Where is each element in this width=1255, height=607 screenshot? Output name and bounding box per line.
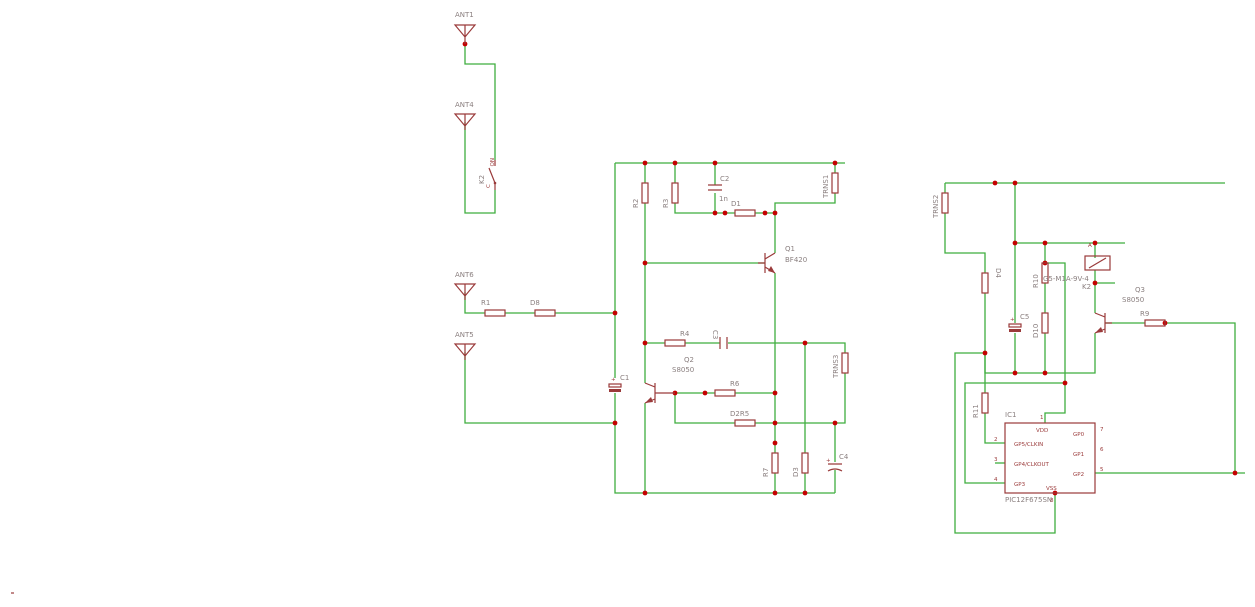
ic-vss-pin: 8 xyxy=(1050,498,1054,504)
r4-label: R4 xyxy=(680,330,690,338)
trns3-label: TRNS3 xyxy=(832,355,840,379)
svg-text:+: + xyxy=(611,377,616,383)
r11-label: R11 xyxy=(972,404,980,418)
ic-pin-gp2-label: GP2 xyxy=(1073,472,1084,478)
diode-d2r5: D2R5 xyxy=(730,410,756,427)
diode-d8: D8 xyxy=(530,299,556,317)
resistor-r7: R7 xyxy=(762,452,779,477)
capacitor-c5: + C5 xyxy=(1008,313,1029,332)
antenna-ant6-label: ANT6 xyxy=(455,271,474,279)
c2-label: C2 xyxy=(720,175,729,183)
antenna-ant1: ANT1 xyxy=(453,11,477,44)
antenna-ant4-label: ANT4 xyxy=(455,101,474,109)
q1-value: BF420 xyxy=(785,256,807,264)
q3-value: S8050 xyxy=(1122,296,1144,304)
ic-pin-gp4-label: GP4/CLKOUT xyxy=(1014,462,1049,468)
antenna-ant4: ANT4 xyxy=(453,101,477,130)
resistor-r6: R6 xyxy=(714,380,740,397)
transistor-q2: Q2 S8050 xyxy=(644,356,694,404)
wires xyxy=(464,44,1245,534)
relay-k2-name-label: K2 xyxy=(478,175,486,184)
q2-value: S8050 xyxy=(672,366,694,374)
relay-k2-contacts: NO C K2 xyxy=(478,158,497,190)
r9-label: R9 xyxy=(1140,310,1149,318)
ic-pin-gp3-label: GP3 xyxy=(1014,482,1026,488)
relay-k2-coil-value: G5-M1A-9V-4 xyxy=(1043,275,1089,283)
diode-d3: D3 xyxy=(792,452,809,477)
r7-label: R7 xyxy=(762,468,770,477)
relay-k2-no-label: NO xyxy=(488,158,494,167)
c2-value: 1n xyxy=(719,195,728,203)
ic-vss-label: VSS xyxy=(1046,486,1057,492)
resistor-r1: R1 xyxy=(481,299,506,317)
resistor-r2: R2 xyxy=(632,182,649,208)
capacitor-c3: C3 xyxy=(711,330,728,349)
q2-label: Q2 xyxy=(684,356,694,364)
resistor-r9: R9 xyxy=(1140,310,1166,327)
c3-label: C3 xyxy=(711,330,719,339)
relay-k2-c-label: C xyxy=(486,184,492,188)
capacitor-c2: C2 1n xyxy=(708,175,729,203)
diode-d10: D10 xyxy=(1032,312,1049,338)
relay-k2-coil-name: K2 xyxy=(1082,283,1091,291)
r2-label: R2 xyxy=(632,199,640,208)
capacitor-c1: + C1 xyxy=(608,374,629,392)
svg-text:A: A xyxy=(1088,243,1092,249)
capacitor-c4: + C4 xyxy=(826,453,849,472)
r3-label: R3 xyxy=(662,199,670,208)
ic-vdd-pin: 1 xyxy=(1040,415,1044,421)
d8-label: D8 xyxy=(530,299,540,307)
d1-label: D1 xyxy=(731,200,741,208)
ic-part-label: PIC12F675SN xyxy=(1005,496,1052,504)
diode-d1: D1 xyxy=(731,200,756,217)
transformer-trns1: TRNS1 xyxy=(822,172,839,199)
r1-label: R1 xyxy=(481,299,490,307)
junction-dots xyxy=(462,41,1238,496)
transformer-trns2: TRNS2 xyxy=(932,192,949,219)
d10-label: D10 xyxy=(1032,324,1040,338)
transistor-q1: Q1 BF420 xyxy=(758,245,807,274)
q1-label: Q1 xyxy=(785,245,795,253)
transistor-q3: Q3 S8050 xyxy=(1094,286,1145,334)
r10-label: R10 xyxy=(1032,274,1040,288)
r6-label: R6 xyxy=(730,380,740,388)
resistor-r3: R3 xyxy=(662,182,679,208)
ic-pic12f675: IC1 PIC12F675SN VDD 1 VSS 8 GP5/CLKIN 2 … xyxy=(994,411,1104,504)
ic-pin-3: 3 xyxy=(994,457,998,463)
resistor-r11: R11 xyxy=(972,392,989,418)
resistor-r4: R4 xyxy=(664,330,690,347)
c5-label: C5 xyxy=(1020,313,1029,321)
ic-pin-6: 6 xyxy=(1100,447,1104,453)
resistor-r10: R10 xyxy=(1032,262,1049,288)
ic-vdd-label: VDD xyxy=(1036,428,1048,434)
ic-pin-7: 7 xyxy=(1100,427,1104,433)
c1-label: C1 xyxy=(620,374,629,382)
trns2-label: TRNS2 xyxy=(932,195,940,219)
d2r5-label: D2R5 xyxy=(730,410,749,418)
antenna-ant6: ANT6 xyxy=(453,271,477,300)
trns1-label: TRNS1 xyxy=(822,175,830,199)
antenna-ant5-label: ANT5 xyxy=(455,331,474,339)
ic-pin-gp1-label: GP1 xyxy=(1073,452,1084,458)
antenna-ant5: ANT5 xyxy=(453,331,477,360)
c4-label: C4 xyxy=(839,453,849,461)
diode-d4: D4 xyxy=(981,268,1002,294)
ic-pin-5: 5 xyxy=(1100,467,1104,473)
ic-name-label: IC1 xyxy=(1005,411,1016,419)
transformer-trns3: TRNS3 xyxy=(832,352,849,379)
svg-text:+: + xyxy=(1010,317,1015,323)
antenna-ant1-label: ANT1 xyxy=(455,11,474,19)
relay-k2-coil: A G5-M1A-9V-4 K2 xyxy=(1043,243,1111,291)
ic-pin-4: 4 xyxy=(994,477,998,483)
d3-label: D3 xyxy=(792,467,800,477)
d4-label: D4 xyxy=(994,268,1002,278)
ic-pin-2: 2 xyxy=(994,437,998,443)
q3-label: Q3 xyxy=(1135,286,1145,294)
ic-pin-gp5-label: GP5/CLKIN xyxy=(1014,442,1043,448)
ic-pin-gp0-label: GP0 xyxy=(1073,432,1085,438)
svg-text:+: + xyxy=(826,458,831,464)
